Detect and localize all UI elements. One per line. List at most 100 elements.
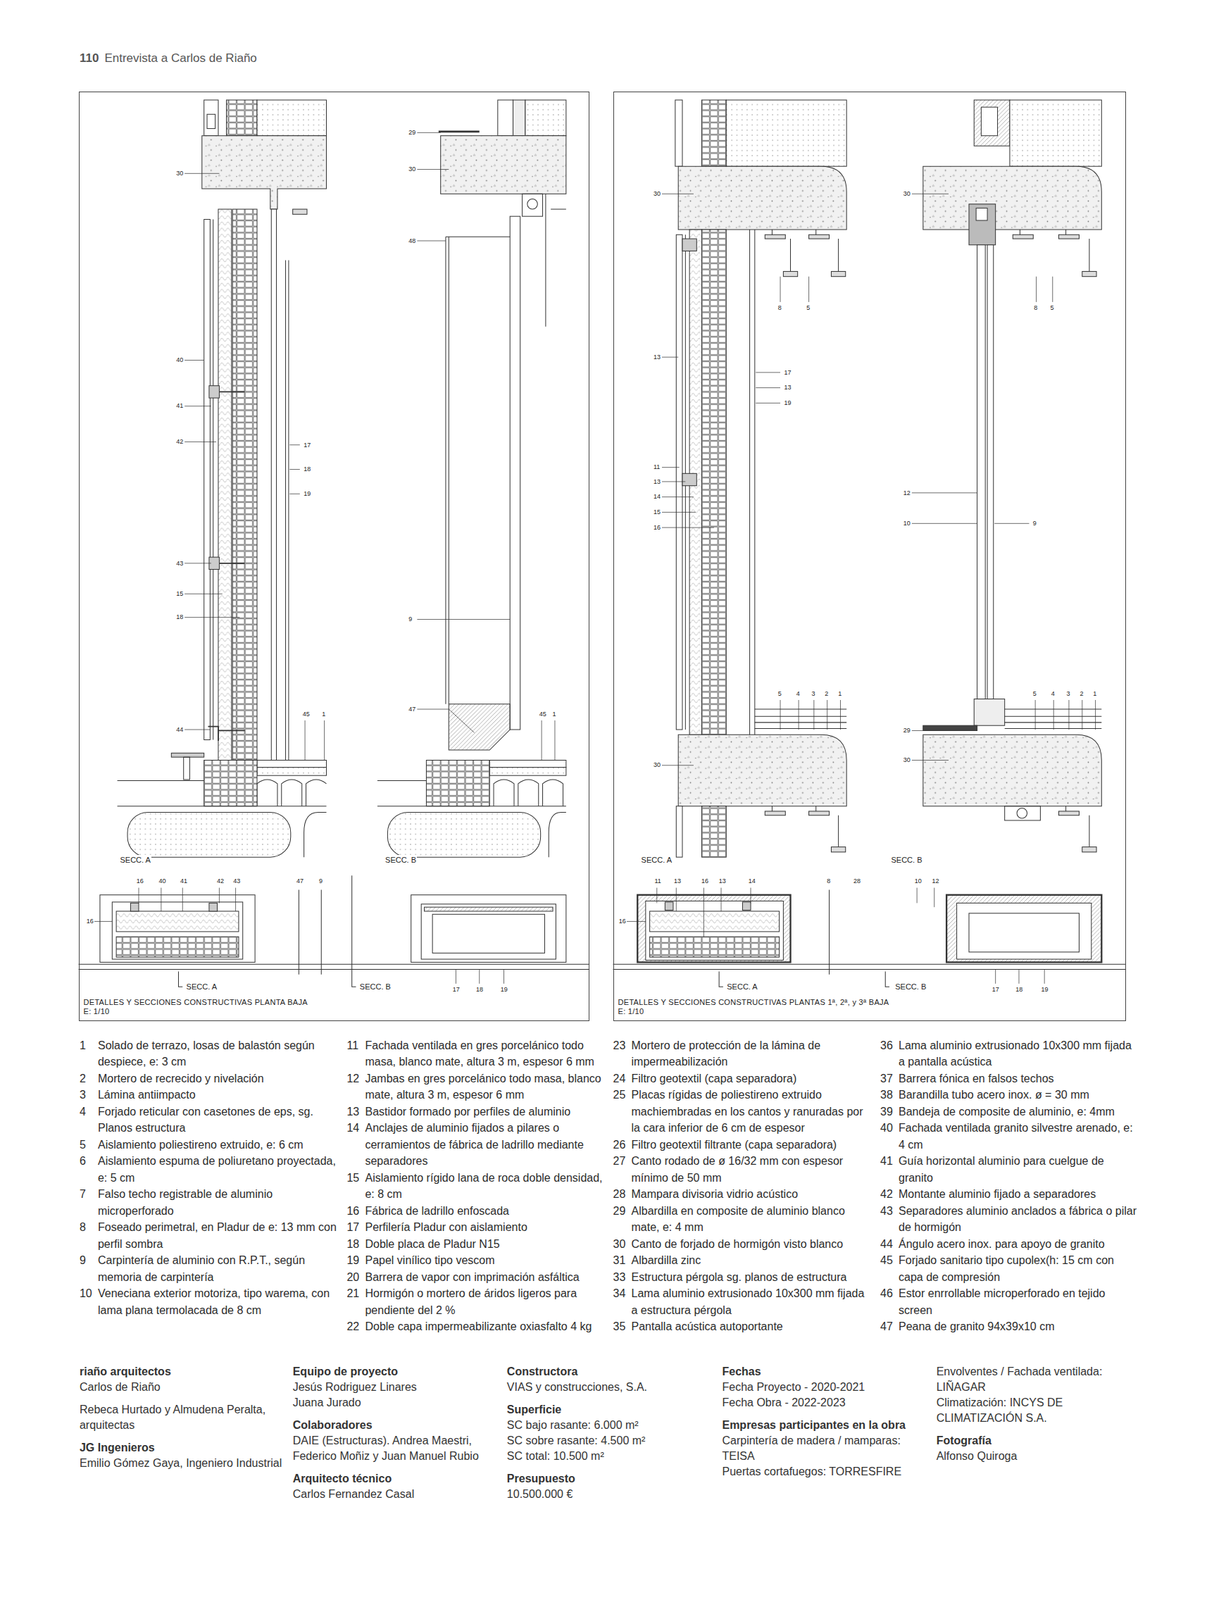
credits-entry: Puertas cortafuegos: TORRESFIRE <box>721 1464 927 1480</box>
callout-number: 5 <box>1032 689 1038 698</box>
callout-number: 29 <box>902 726 912 735</box>
key-row: 13Bastidor formado por perfiles de alumi… <box>346 1103 608 1121</box>
section-tag: SECC. B <box>359 981 392 992</box>
callout-number: 17 <box>302 440 312 450</box>
key-text: Forjado sanitario tipo cupolex(h: 15 cm … <box>898 1252 1141 1286</box>
section-a-ground-floor-part <box>219 391 245 393</box>
callout-number: 16 <box>700 876 710 886</box>
key-row: 4Forjado reticular con casetones de eps,… <box>79 1103 341 1137</box>
key-number: 2 <box>79 1070 98 1088</box>
key-row: 11Fachada ventilada en gres porcelánico … <box>346 1037 608 1071</box>
credits-heading: JG Ingenieros <box>79 1440 284 1456</box>
key-row: 47Peana de granito 94x39x10 cm <box>880 1318 1141 1336</box>
callout-number: 30 <box>652 760 662 769</box>
section-a-upper-floors-part <box>837 815 839 848</box>
key-column: 1Solado de terrazo, losas de balastón se… <box>79 1037 341 1319</box>
key-row: 14Anclajes de aluminio fijados a pilares… <box>346 1119 608 1170</box>
section-b-ground-floor-part <box>548 811 567 858</box>
section-a-upper-floors-part <box>754 716 847 717</box>
plan-details-part <box>298 890 300 975</box>
callout-number: 41 <box>179 876 189 886</box>
credits-entry: SC bajo rasante: 6.000 m² <box>507 1417 712 1434</box>
callout-number: 30 <box>902 755 912 765</box>
key-number: 37 <box>880 1070 899 1088</box>
key-row: 46Estor enrrollable microperforado en te… <box>880 1285 1141 1319</box>
credits-column: FechasFecha Proyecto - 2020-2021Fecha Ob… <box>721 1364 927 1480</box>
section-b-upper-floors-part <box>1058 234 1079 239</box>
callout-number: 30 <box>902 189 912 198</box>
section-tag: SECC. B <box>894 981 927 992</box>
section-a-ground-floor-part <box>204 99 219 136</box>
section-b-upper-floors-part <box>1058 811 1079 816</box>
callout-number: 13 <box>652 352 662 362</box>
callout-number: 43 <box>232 876 241 886</box>
callout-number: 42 <box>216 876 225 886</box>
callout-number: 30 <box>175 169 184 178</box>
key-text: Barandilla tubo acero inox. ø = 30 mm <box>898 1086 1141 1104</box>
section-b-ground-floor-part <box>489 759 567 767</box>
key-row: 8Foseado perimetral, en Pladur de e: 13 … <box>79 1218 341 1253</box>
section-b-upper-floors-part <box>923 734 1102 806</box>
callout-number: 4 <box>1050 689 1056 698</box>
key-number: 28 <box>613 1185 632 1203</box>
plan-details-part <box>116 936 239 957</box>
key-number: 33 <box>613 1268 632 1286</box>
key-text: Doble placa de Pladur N15 <box>364 1235 608 1253</box>
section-a-upper-floors-part <box>702 229 727 735</box>
section-tag: SECC. A <box>640 854 673 865</box>
section-a-ground-floor-part <box>204 759 258 806</box>
credits-heading: Fotografía <box>936 1433 1126 1449</box>
credits-entry: Carpintería de madera / mamparas: TEISA <box>721 1433 927 1465</box>
callout-number: 40 <box>175 355 184 365</box>
key-text: Canto de forjado de hormigón visto blanc… <box>631 1235 874 1253</box>
section-b-ground-floor-part <box>426 759 490 806</box>
section-b-ground-floor-part <box>448 704 510 750</box>
section-a-ground-floor-part <box>304 811 327 858</box>
page-header: Entrevista a Carlos de Riaño <box>104 50 257 67</box>
key-row: 2Mortero de recrecido y nivelación <box>79 1070 341 1088</box>
credits-heading: Empresas participantes en la obra <box>721 1417 927 1434</box>
plan-details-part <box>321 890 322 975</box>
key-number: 6 <box>79 1152 98 1186</box>
key-text: Carpintería de aluminio con R.P.T., segú… <box>97 1252 341 1286</box>
credits-entry: 10.500.000 € <box>507 1486 712 1503</box>
section-a-upper-floors-part <box>682 473 697 486</box>
callout-number: 40 <box>158 876 167 886</box>
plan-details-part <box>968 913 1079 953</box>
section-a-upper-floors-part <box>764 811 786 816</box>
caption-scale: E: 1/10 <box>618 1006 890 1017</box>
key-row: 42Montante aluminio fijado a separadores <box>880 1185 1141 1203</box>
key-row: 23Mortero de protección de la lámina de … <box>613 1037 874 1071</box>
section-b-ground-floor <box>377 99 567 858</box>
panel-caption: DETALLES Y SECCIONES CONSTRUCTIVAS PLANT… <box>83 997 308 1017</box>
callout-number: 1 <box>552 709 558 719</box>
callout-number: 9 <box>407 614 413 624</box>
callout-number: 1 <box>837 689 843 698</box>
callout-number: 18 <box>1014 985 1024 994</box>
key-number: 9 <box>79 1252 98 1286</box>
key-text: Albardilla en composite de aluminio blan… <box>631 1202 874 1236</box>
key-text: Separadores aluminio anclados a fábrica … <box>898 1202 1141 1236</box>
section-a-ground-floor-part <box>219 562 245 565</box>
key-text: Peana de granito 94x39x10 cm <box>898 1318 1141 1336</box>
callout-number: 28 <box>852 876 862 886</box>
credits-entry: DAIE (Estructuras). Andrea Maestri, Fede… <box>292 1433 498 1465</box>
key-text: Veneciana exterior motoriza, tipo warema… <box>97 1285 341 1319</box>
key-number: 31 <box>613 1252 632 1269</box>
key-text: Papel vinílico tipo vescom <box>364 1252 608 1269</box>
key-number: 43 <box>880 1202 899 1236</box>
credits-heading: Arquitecto técnico <box>292 1471 498 1487</box>
key-row: 24Filtro geotextil (capa separadora) <box>613 1070 874 1088</box>
section-b-upper-floors-part <box>968 204 996 246</box>
section-b-upper-floors-part <box>1004 716 1103 717</box>
key-column: 23Mortero de protección de la lámina de … <box>613 1037 874 1336</box>
key-row: 18Doble placa de Pladur N15 <box>346 1235 608 1253</box>
key-text: Barrera fónica en falsos techos <box>898 1070 1141 1088</box>
key-text: Albardilla zinc <box>631 1252 874 1269</box>
callout-number: 8 <box>1033 303 1038 312</box>
credits-heading: Fechas <box>721 1364 927 1380</box>
credits-entry: Rebeca Hurtado y Almudena Peralta, arqui… <box>79 1402 284 1434</box>
key-row: 5Aislamiento poliestireno extruido, e: 6… <box>79 1136 341 1154</box>
callout-number: 17 <box>452 985 461 994</box>
section-b-ground-floor-part <box>545 193 546 327</box>
